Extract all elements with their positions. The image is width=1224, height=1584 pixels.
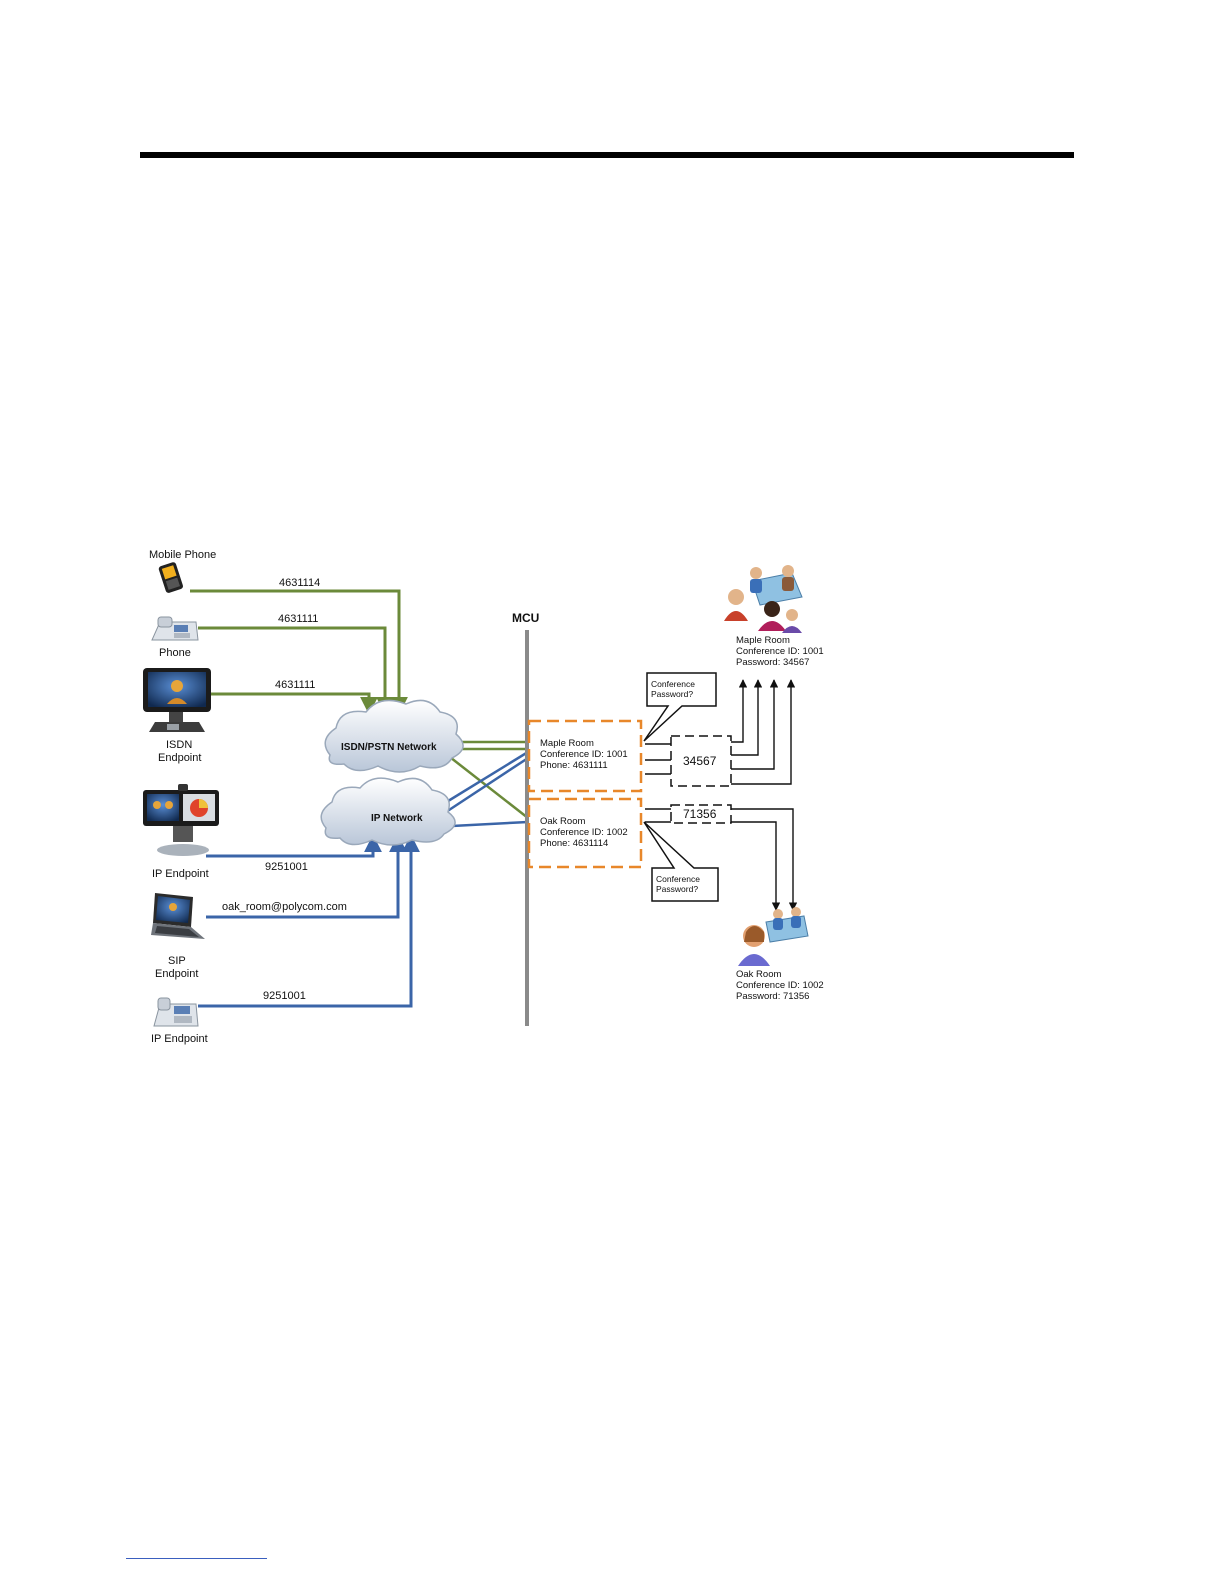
oak-password-callout: Conference Password? (643, 821, 719, 902)
desk-phone-icon (151, 616, 199, 641)
meeting-group-icon (724, 565, 803, 633)
oak-room-name: Oak Room (736, 969, 781, 980)
oak-password-entry-box: 71356 (670, 804, 732, 824)
isdn-network-label: ISDN/PSTN Network (341, 742, 437, 753)
ip-endpoint-video-number: 9251001 (265, 861, 308, 873)
oak-room-id: Conference ID: 1002 (736, 980, 824, 991)
meeting-person-icon (738, 907, 809, 966)
maple-room-password: Password: 34567 (736, 657, 809, 668)
isdn-endpoint-number: 4631111 (275, 679, 315, 691)
maple-password-callout: Conference Password? (643, 672, 717, 742)
oak-room-password: Password: 71356 (736, 991, 809, 1002)
maple-callout-line2: Password? (651, 689, 693, 699)
maple-box-name: Maple Room (540, 738, 594, 749)
oak-box-name: Oak Room (540, 816, 585, 827)
ip-endpoint-phone-number: 9251001 (263, 990, 306, 1002)
phone-number: 4631111 (278, 613, 318, 625)
isdn-endpoint-label-1: ISDN (166, 739, 192, 751)
sip-endpoint-line (206, 834, 407, 919)
maple-room-name: Maple Room (736, 635, 790, 646)
oak-conference-box: Oak Room Conference ID: 1002 Phone: 4631… (527, 797, 643, 869)
video-monitor-icon (143, 668, 211, 732)
maple-password-entry-box: 34567 (670, 735, 732, 787)
isdn-endpoint-line (210, 692, 378, 715)
mobile-phone-line (190, 589, 408, 715)
phone-line (198, 626, 394, 715)
oak-callout-line1: Conference (656, 874, 700, 884)
ip-endpoint-phone-line (198, 834, 420, 1008)
oak-box-phone: Phone: 4631114 (540, 838, 608, 849)
ip-to-oak-line (451, 820, 529, 828)
mobile-phone-label: Mobile Phone (149, 549, 216, 561)
maple-box-phone: Phone: 4631111 (540, 760, 608, 771)
mobile-phone-number: 4631114 (279, 577, 320, 589)
ip-to-maple-line (439, 750, 529, 808)
sip-endpoint-label-1: SIP (168, 955, 186, 967)
header-rule (140, 152, 1074, 158)
maple-room-id: Conference ID: 1001 (736, 646, 824, 657)
ip-endpoint-phone-label: IP Endpoint (151, 1033, 208, 1045)
oak-password-entry: 71356 (683, 807, 717, 821)
ip-endpoint-video-line (206, 834, 382, 858)
oak-password-connectors (645, 808, 798, 911)
sip-endpoint-address: oak_room@polycom.com (222, 901, 347, 913)
dual-monitor-icon (143, 784, 219, 856)
isdn-endpoint-label-2: Endpoint (158, 752, 201, 764)
ip-network-cloud-icon: IP Network (320, 777, 456, 846)
maple-box-id: Conference ID: 1001 (540, 749, 628, 760)
mcu-label: MCU (512, 611, 539, 625)
maple-callout-line1: Conference (651, 679, 695, 689)
mobile-phone-icon (158, 562, 183, 593)
phone-label: Phone (159, 647, 191, 659)
maple-password-entry: 34567 (683, 754, 717, 768)
ip-network-label: IP Network (371, 813, 423, 824)
ip-connections (198, 750, 529, 1008)
ip-endpoint-video-label: IP Endpoint (152, 868, 209, 880)
maple-password-connectors (645, 679, 796, 785)
ip-to-maple-line-2 (445, 756, 529, 814)
oak-callout-line2: Password? (656, 884, 698, 894)
oak-box-id: Conference ID: 1002 (540, 827, 628, 838)
footnote-rule (126, 1558, 267, 1559)
isdn-network-cloud-icon: ISDN/PSTN Network (324, 699, 464, 773)
ip-phone-icon (153, 997, 199, 1027)
laptop-icon (151, 893, 205, 939)
sip-endpoint-label-2: Endpoint (155, 968, 198, 980)
maple-conference-box: Maple Room Conference ID: 1001 Phone: 46… (527, 719, 643, 793)
